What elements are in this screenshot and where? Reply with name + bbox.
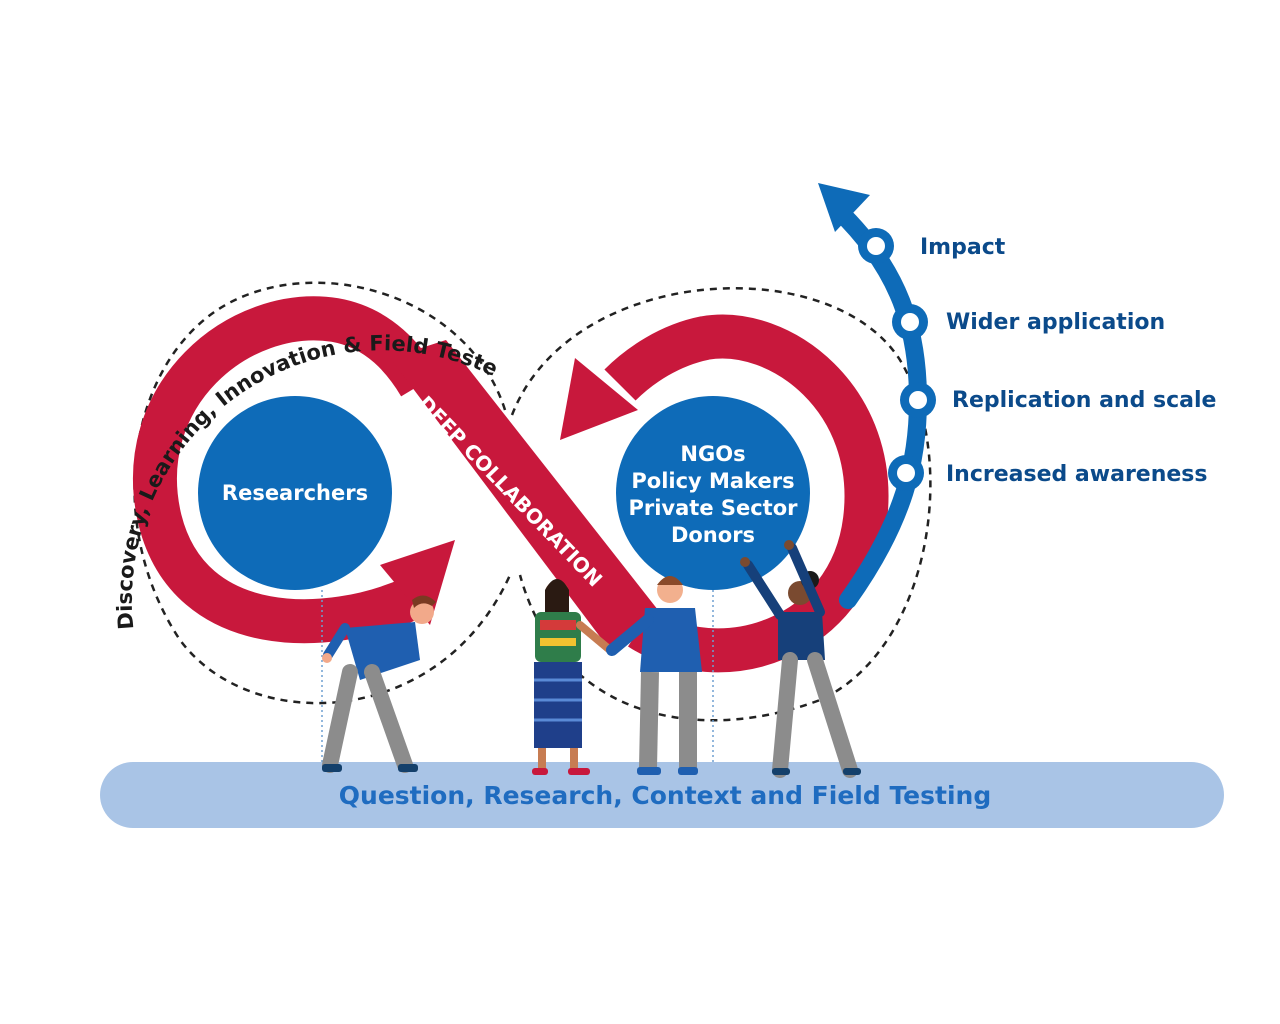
arrow-head-left — [380, 540, 455, 625]
person-man-handshake — [606, 576, 702, 775]
stage-node-wider — [892, 304, 928, 340]
partners-circle — [616, 396, 810, 590]
partners-label-policy: Policy Makers — [631, 469, 794, 493]
growth-arrow-head — [818, 183, 870, 232]
stage-label-wider: Wider application — [946, 310, 1165, 335]
stage-label-replication: Replication and scale — [952, 388, 1216, 413]
arrow-head-right — [560, 358, 638, 440]
base-platform — [100, 762, 1224, 828]
person-woman — [532, 579, 614, 775]
stage-label-awareness: Increased awareness — [946, 462, 1208, 487]
base-label: Question, Research, Context and Field Te… — [339, 781, 991, 810]
collaboration-band — [390, 340, 658, 650]
red-loop-right — [604, 314, 889, 673]
stage-label-impact: Impact — [920, 235, 1006, 260]
stage-node-awareness — [888, 455, 924, 491]
partners-label-donors: Donors — [671, 523, 755, 547]
person-cheering — [740, 540, 861, 778]
person-bending — [322, 595, 436, 773]
researchers-circle — [198, 396, 392, 590]
researchers-label: Researchers — [222, 481, 368, 505]
red-loop-left — [133, 296, 439, 644]
partners-label-private: Private Sector — [628, 496, 798, 520]
stage-node-replication — [900, 382, 936, 418]
partners-label-ngos: NGOs — [680, 442, 745, 466]
stage-node-impact — [858, 228, 894, 264]
